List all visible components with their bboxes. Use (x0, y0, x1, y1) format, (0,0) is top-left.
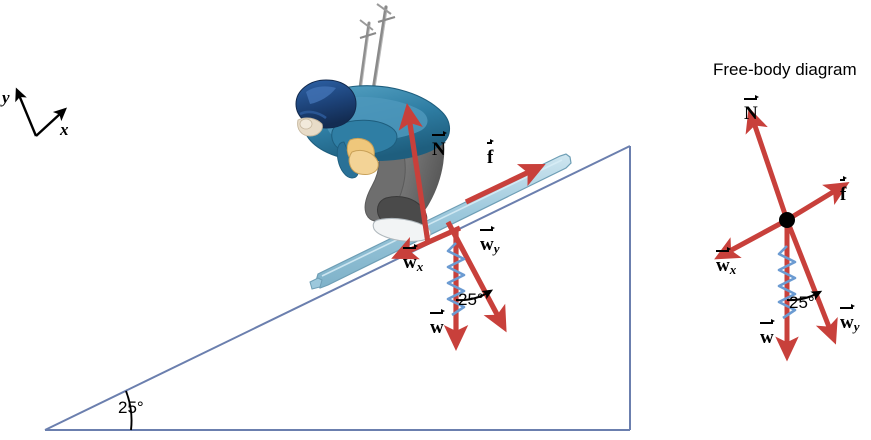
free-body-diagram-vectors (714, 107, 850, 362)
label-weight-x-sub: x (416, 258, 424, 274)
label-weight: w (430, 309, 445, 338)
gloves (346, 137, 379, 175)
incline-triangle (44, 145, 631, 431)
label-normal-force-base: N (432, 131, 447, 160)
fbd-vector-weight-y (784, 219, 838, 345)
component-angle-arc-fbd (786, 290, 823, 302)
fbd-label-weight-x-base: w (716, 247, 731, 276)
vector-friction-force (464, 163, 546, 205)
axis-x (35, 107, 68, 137)
skier-figure (295, 3, 451, 242)
label-weight-y: wy (480, 226, 500, 256)
label-weight-x-base: w (403, 244, 418, 273)
fbd-label-normal-force-base: N (744, 95, 759, 124)
label-friction-force: f (487, 139, 495, 168)
fbd-label-weight: w (760, 319, 775, 348)
free-body-diagram-title: Free-body diagram (713, 60, 857, 79)
fbd-label-weight-y: wy (840, 304, 860, 334)
component-angle-arc-main (455, 289, 494, 302)
fbd-vector-friction-force (785, 181, 850, 223)
fbd-label-weight-base: w (760, 319, 775, 348)
fbd-label-weight-x-sub: x (729, 261, 737, 277)
fbd-label-friction-force: f (840, 176, 848, 205)
ski-boot (372, 196, 432, 242)
fbd-label-weight-y-base: w (840, 304, 855, 333)
label-weight-x: wx (403, 244, 424, 274)
fbd-label-friction-force-base: f (840, 176, 848, 205)
fbd-label-weight-y-sub: y (853, 318, 860, 334)
fbd-label-weight-x: wx (716, 247, 737, 277)
axis-y-label: y (2, 88, 10, 107)
fbd-vector-weight-x (714, 217, 789, 260)
squiggle-main (446, 242, 466, 317)
fbd-vector-normal-force (745, 107, 790, 221)
label-weight-y-sub: y (493, 240, 500, 256)
coordinate-axes (15, 87, 68, 137)
component-angle-label-fbd: 25° (789, 293, 815, 312)
fbd-label-normal-force: N (744, 95, 759, 124)
label-normal-force: N (432, 131, 447, 160)
incline-angle-arc (125, 390, 133, 431)
incline-angle-label: 25° (118, 398, 144, 417)
fbd-origin-dot (779, 212, 795, 228)
label-friction-force-base: f (487, 139, 495, 168)
component-angle-label-main: 25° (458, 290, 484, 309)
squiggle-fbd (777, 245, 797, 320)
label-weight-base: w (430, 309, 445, 338)
label-weight-y-base: w (480, 226, 495, 255)
axis-x-label: x (60, 120, 69, 139)
axis-y (15, 87, 38, 137)
vector-normal-force (398, 103, 431, 244)
